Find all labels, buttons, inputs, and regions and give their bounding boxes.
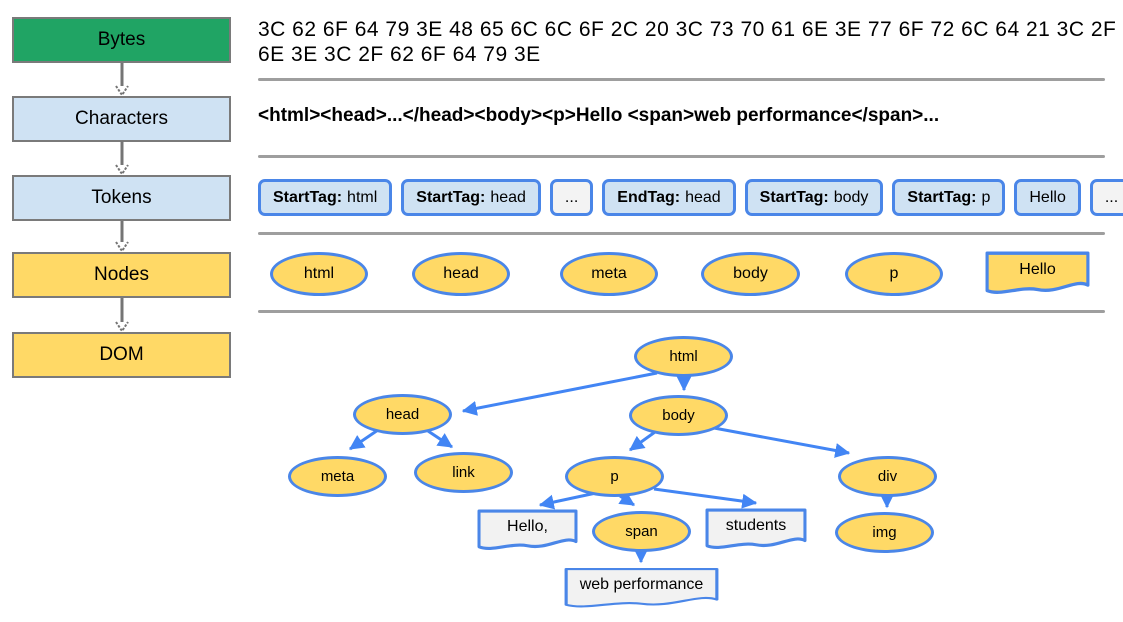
characters-string: <html><head>...</head><body><p>Hello <sp… — [258, 105, 940, 126]
node-ellipse-meta: meta — [560, 252, 658, 296]
stage-label-nodes: Nodes — [94, 264, 149, 285]
token-value: head — [490, 188, 526, 206]
bytes-hex-line1: 3C 62 6F 64 79 3E 48 65 6C 6C 6F 2C 20 3… — [258, 18, 1123, 41]
row-divider — [258, 78, 1105, 81]
token-value: html — [347, 188, 378, 206]
stage-label-characters: Characters — [75, 108, 168, 129]
dom-node-img: img — [835, 512, 934, 553]
token-type-label: StartTag: — [759, 188, 829, 206]
token-value: ... — [564, 188, 579, 206]
dom-text-node-hello: Hello, — [477, 509, 578, 551]
dom-node-link: link — [414, 452, 513, 493]
dom-node-head: head — [353, 394, 452, 435]
token-value: body — [833, 188, 869, 206]
token-type-label: EndTag: — [617, 188, 681, 206]
token-ellipsis: ... — [1089, 179, 1123, 216]
token-type-label: StartTag: — [416, 188, 486, 206]
dom-node-html: html — [634, 336, 733, 377]
row-divider — [258, 310, 1105, 313]
dom-text-node-web-performance: web performance — [563, 567, 720, 609]
token-value: ... — [1104, 188, 1119, 206]
document-shape-icon — [985, 251, 1090, 294]
token-starttag-html: StartTag:html — [258, 179, 393, 216]
token-value: p — [981, 188, 991, 206]
token-starttag-p: StartTag:p — [892, 179, 1006, 216]
dom-node-body: body — [629, 395, 728, 436]
down-arrow-icon — [115, 298, 129, 332]
dom-text-node-students: students — [705, 508, 807, 550]
dom-node-span: span — [592, 511, 691, 552]
stage-label-tokens: Tokens — [91, 187, 152, 208]
token-ellipsis: ... — [549, 179, 594, 216]
token-type-label: StartTag: — [273, 188, 343, 206]
token-value: Hello — [1029, 188, 1066, 206]
stage-box-dom: DOM — [12, 332, 231, 378]
dom-node-div: div — [838, 456, 937, 497]
node-ellipse-p: p — [845, 252, 943, 296]
node-ellipse-body: body — [701, 252, 800, 296]
token-endtag-head: EndTag:head — [602, 179, 736, 216]
stage-label-bytes: Bytes — [97, 29, 146, 50]
down-arrow-icon — [115, 221, 129, 252]
document-shape-icon — [477, 509, 578, 550]
tokens-row: StartTag:html StartTag:head ... EndTag:h… — [258, 179, 1123, 216]
row-divider — [258, 232, 1105, 235]
stage-box-characters: Characters — [12, 96, 231, 142]
text-node-flag-hello: Hello — [985, 251, 1090, 295]
node-ellipse-html: html — [270, 252, 368, 296]
stage-box-bytes: Bytes — [12, 17, 231, 63]
down-arrow-icon — [115, 141, 129, 175]
stage-box-nodes: Nodes — [12, 252, 231, 298]
bytes-hex-line2: 6E 3E 3C 2F 62 6F 64 79 3E — [258, 43, 541, 66]
row-divider — [258, 155, 1105, 158]
node-ellipse-head: head — [412, 252, 510, 296]
document-shape-icon — [564, 568, 719, 608]
token-starttag-body: StartTag:body — [744, 179, 884, 216]
stage-label-dom: DOM — [99, 344, 144, 365]
token-starttag-head: StartTag:head — [401, 179, 541, 216]
dom-node-meta: meta — [288, 456, 387, 497]
token-value: head — [685, 188, 721, 206]
token-type-label: StartTag: — [907, 188, 977, 206]
document-shape-icon — [705, 508, 807, 549]
down-arrow-icon — [115, 63, 129, 96]
dom-node-p: p — [565, 456, 664, 497]
stage-box-tokens: Tokens — [12, 175, 231, 221]
token-text-hello: Hello — [1014, 179, 1081, 216]
